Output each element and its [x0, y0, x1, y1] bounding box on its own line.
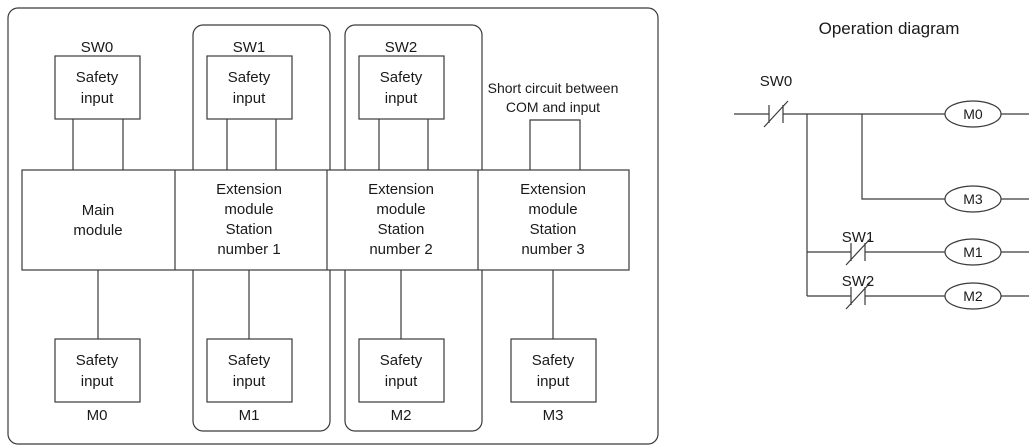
extension-module-1-label: Station [226, 221, 273, 238]
bottom-output-label-m3: M3 [543, 407, 564, 424]
short-circuit-loop [529, 119, 581, 170]
top-safety-input-box-sw0 [54, 55, 141, 120]
nc-contact-sw2 [845, 282, 871, 310]
top-wires-sw1 [226, 119, 277, 170]
contact-label-sw2: SW2 [842, 273, 875, 290]
bottom-safety-input-box-m2 [358, 338, 445, 403]
main-module-label: Main [82, 202, 115, 219]
top-safety-input-text: Safety [228, 69, 271, 86]
top-switch-label-sw1: SW1 [233, 39, 266, 56]
extension-module-1-label: number 1 [217, 241, 280, 258]
coil-m3 [944, 185, 1002, 213]
contact-label-sw1: SW1 [842, 229, 875, 246]
coil-label-m0: M0 [963, 106, 983, 122]
coil-label-m2: M2 [963, 288, 983, 304]
extension-module-2-label: Station [378, 221, 425, 238]
bottom-safety-input-text: input [81, 373, 114, 390]
bottom-safety-input-text: Safety [380, 352, 423, 369]
bottom-safety-input-text: input [385, 373, 418, 390]
contact-label-sw0: SW0 [760, 73, 793, 90]
top-safety-input-box-sw2 [358, 55, 445, 120]
bottom-output-label-m0: M0 [87, 407, 108, 424]
coil-m0 [944, 100, 1002, 128]
coil-output-wires [1001, 113, 1029, 297]
top-safety-input-text: input [385, 90, 418, 107]
top-safety-input-text: Safety [380, 69, 423, 86]
rung-m3-wire [861, 114, 945, 200]
coil-label-m3: M3 [963, 191, 983, 207]
bottom-safety-input-text: input [233, 373, 266, 390]
extension-module-2-label: number 2 [369, 241, 432, 258]
bottom-safety-input-text: Safety [532, 352, 575, 369]
bottom-safety-input-box-m3 [510, 338, 597, 403]
bottom-safety-input-text: Safety [76, 352, 119, 369]
extension-module-3-label: Extension [520, 181, 586, 198]
operation-diagram-title: Operation diagram [819, 19, 960, 38]
top-switch-label-sw0: SW0 [81, 39, 114, 56]
main-module-label: module [73, 222, 122, 239]
top-safety-input-text: input [81, 90, 114, 107]
extension-module-2-label: module [376, 201, 425, 218]
extension-module-1-label: Extension [216, 181, 282, 198]
module-bar [21, 169, 630, 271]
top-switch-label-sw2: SW2 [385, 39, 418, 56]
bottom-output-label-m1: M1 [239, 407, 260, 424]
top-safety-input-text: Safety [76, 69, 119, 86]
nc-contact-sw1 [845, 238, 871, 266]
bottom-safety-input-box-m1 [206, 338, 293, 403]
extension-module-3-label: module [528, 201, 577, 218]
bottom-wires [97, 270, 554, 339]
top-wires-sw2 [378, 119, 429, 170]
bottom-safety-input-box-m0 [54, 338, 141, 403]
nc-contact-sw0 [763, 100, 789, 128]
top-safety-input-text: input [233, 90, 266, 107]
top-safety-input-box-sw1 [206, 55, 293, 120]
system-frame [7, 7, 659, 445]
coil-m2 [944, 282, 1002, 310]
bottom-safety-input-text: input [537, 373, 570, 390]
top-wires-sw0 [72, 119, 124, 170]
short-circuit-note-line-2: COM and input [506, 99, 600, 115]
extension-module-2-label: Extension [368, 181, 434, 198]
bottom-safety-input-text: Safety [228, 352, 271, 369]
extension-module-1-label: module [224, 201, 273, 218]
extension-module-3-label: Station [530, 221, 577, 238]
bottom-output-label-m2: M2 [391, 407, 412, 424]
extension-module-3-label: number 3 [521, 241, 584, 258]
coil-label-m1: M1 [963, 244, 983, 260]
coil-m1 [944, 238, 1002, 266]
short-circuit-note-line-1: Short circuit between [488, 80, 619, 96]
